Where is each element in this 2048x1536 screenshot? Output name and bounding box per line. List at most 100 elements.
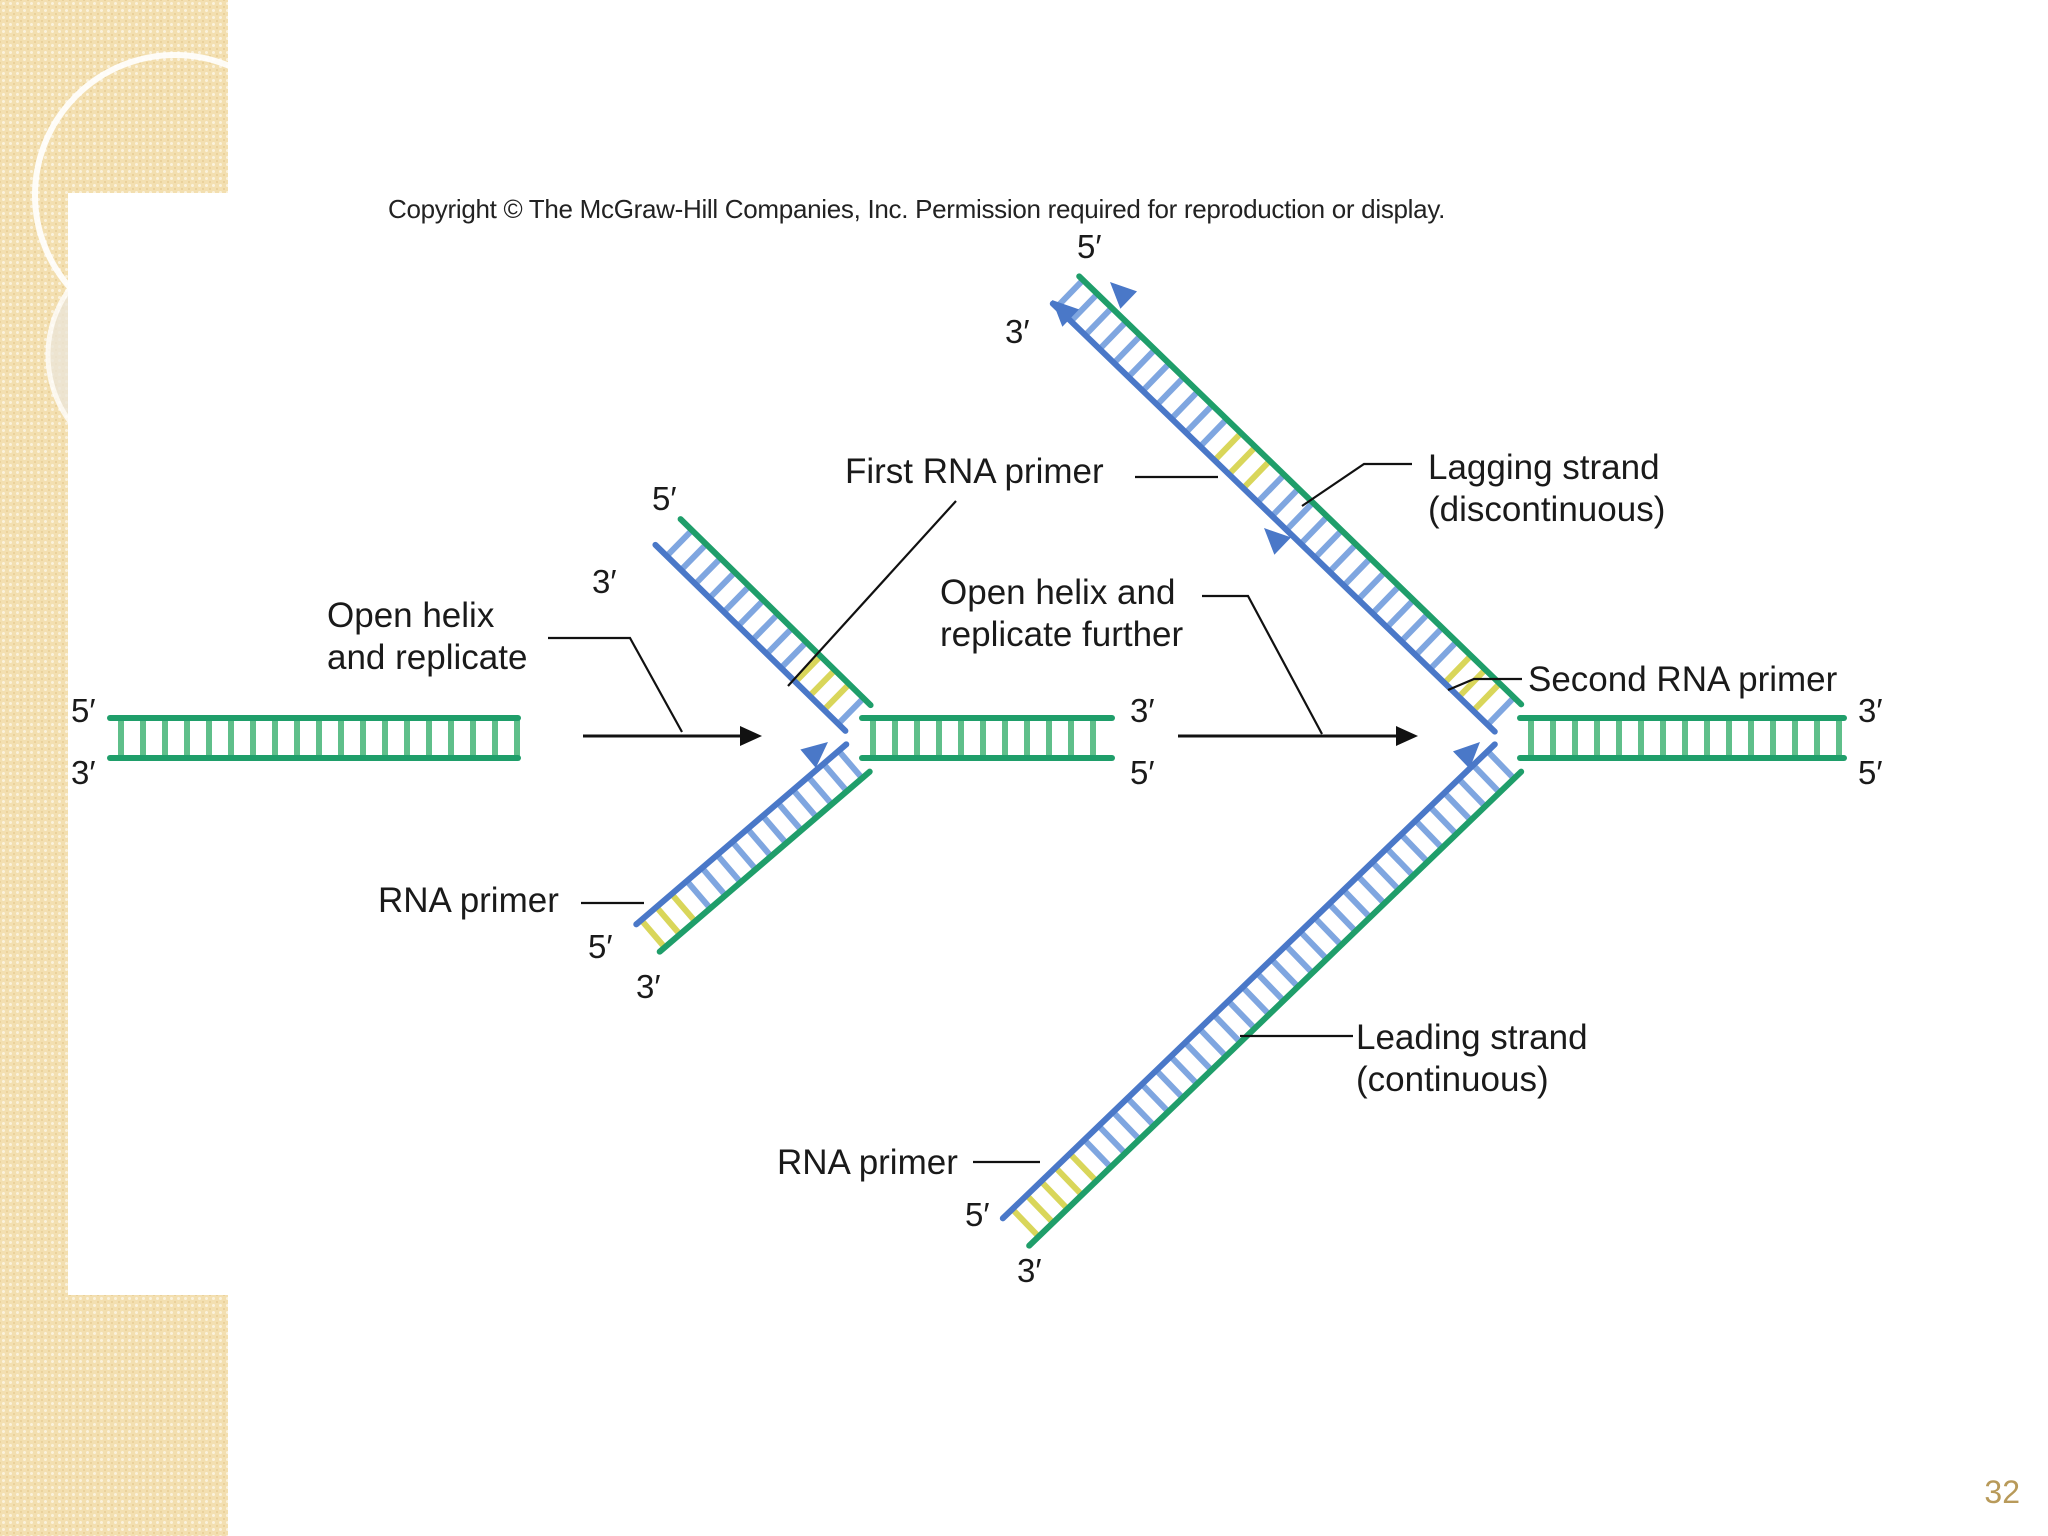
stage2-lower-arm-rung — [730, 839, 759, 872]
stage3-leading-arm-rung — [1327, 901, 1358, 934]
stage2-lower-arm-rung — [699, 866, 728, 898]
stage2-right-3-label: 3′ — [1130, 692, 1155, 729]
stage3-leading-arm-rung — [1370, 860, 1401, 892]
stage2-upper-arm-rung — [664, 528, 695, 559]
stage3-leading-arm-rail-a — [999, 741, 1498, 1222]
stage3-lagging-arm-rung — [1140, 361, 1172, 393]
stage1-left-3-label: 3′ — [71, 754, 96, 791]
stage2-upper-arm-rung — [836, 696, 866, 726]
stage3-leading-arm-rung — [1082, 1137, 1113, 1170]
dna-strands-layer — [107, 273, 1847, 1249]
stage3-upper-5-label: 5′ — [1077, 228, 1102, 265]
stage3-upper-3-label: 3′ — [1005, 313, 1030, 350]
stage3-lagging-arm-rung — [1427, 639, 1459, 672]
stage3-leading-arm-rung — [1139, 1082, 1171, 1114]
stage3-lagging-arm-rung — [1226, 444, 1258, 477]
stage3-leading-arm-rung — [1399, 832, 1430, 864]
stage3-rna-primer-label: RNA primer — [777, 1143, 958, 1182]
stage3-lagging-arm-rung — [1370, 584, 1402, 616]
stage3-lagging-arm-rung — [1284, 500, 1316, 533]
stage3-leading-arm-rung — [1154, 1068, 1185, 1100]
stage2-lower-3-label: 3′ — [636, 968, 661, 1005]
stage3-lagging-arm-rung — [1456, 667, 1488, 699]
stage2-upper-arm-rung — [721, 584, 752, 615]
stage2-lower-arm-rung — [639, 918, 667, 950]
stage2-lower-arm-rung — [745, 826, 774, 859]
stage3-leading-arm-rail-b — [1026, 768, 1525, 1249]
stage3-leading-arm-rung — [1456, 776, 1488, 809]
arrow2-label-line1: Open helix and — [940, 573, 1175, 612]
stage1-left-5-label: 5′ — [71, 692, 96, 729]
arrow1-label-line1: Open helix — [327, 596, 495, 635]
stage2-upper-arm-rung — [736, 598, 766, 629]
stage2-upper-arm-rung — [764, 626, 795, 657]
stage3-lagging-arm-rung — [1169, 389, 1201, 421]
stage3-lagging-arm-rung — [1384, 597, 1416, 630]
stage3-lagging-arm-rail-b — [1049, 300, 1498, 735]
stage2-lower-arm-rung — [790, 787, 819, 820]
stage2-upper-arm-rung — [678, 542, 709, 573]
stage3-leading-arm-rung — [1341, 887, 1373, 920]
lagging-strand-label-line1: Lagging strand — [1428, 448, 1660, 487]
stage3-leading-arm-rung — [1168, 1054, 1200, 1086]
stage3-lagging-arm-rung — [1442, 653, 1474, 686]
stage3-leading-arm-rung — [1240, 985, 1272, 1017]
stage2-lower-arm-rung — [821, 761, 850, 794]
stage2-upper-arm-rung — [821, 682, 852, 712]
stage3-leading-arm-rung — [1096, 1123, 1128, 1156]
stage3-lagging-arm-rung — [1313, 528, 1344, 560]
stage3-right-5-label: 5′ — [1858, 754, 1883, 791]
stage3-leading-arm-rung — [1024, 1193, 1056, 1225]
stage3-lagging-arm-rung — [1485, 695, 1517, 727]
stage2-upper-arm-rung — [778, 640, 809, 671]
stage3-lagging-arm-rung — [1054, 277, 1086, 310]
stage2-lower-arm-rung — [669, 892, 698, 924]
stage3-leading-arm-rung — [1255, 971, 1286, 1003]
stage2-lower-arm-rung — [806, 774, 835, 807]
stage3-leading-arm-rung — [1355, 874, 1387, 906]
stage3-lagging-arm-rung — [1212, 430, 1244, 463]
stage3-leading-arm-rung — [1442, 790, 1473, 823]
stage3-lagging-arm-rung — [1341, 556, 1373, 588]
stage2-lower-arm-rung — [684, 879, 713, 911]
stage2-lower-arm-rung — [836, 748, 865, 781]
stage3-lower-3-label: 3′ — [1017, 1252, 1042, 1289]
stage3-leading-arrowhead — [1452, 742, 1480, 769]
stage3-upper-fragment-arrowhead — [1264, 528, 1292, 555]
stage3-lagging-arm-rung — [1126, 347, 1157, 379]
stage2-lower-arm-rail-a — [633, 741, 850, 928]
stage2-upper-3-label: 3′ — [592, 563, 617, 600]
stage2-upper-arm-rail-b — [652, 541, 849, 734]
stage2-lower-arm-rung — [775, 800, 804, 833]
stage3-lagging-arm-rail-a — [1076, 273, 1525, 708]
stage3-lagging-arm-rung — [1413, 625, 1445, 658]
stage3-lagging-arm-rung — [1269, 486, 1301, 519]
page-number: 32 — [1984, 1474, 2020, 1510]
stage3-leading-arm-rung — [1485, 749, 1517, 781]
stage3-leading-arm-rung — [1211, 1012, 1243, 1045]
leading-strand-label-line1: Leading strand — [1356, 1018, 1588, 1057]
stage2-lower-arm-rung — [654, 905, 683, 937]
second-rna-primer-label: Second RNA primer — [1528, 660, 1838, 699]
stage2-upper-arm-rung — [807, 668, 838, 698]
stage2-upper-arm-rung — [707, 570, 737, 601]
stage3-lower-5-label: 5′ — [965, 1196, 990, 1233]
stage3-leading-arm-rung — [1125, 1096, 1157, 1128]
stage2-upper-arm-rung — [793, 654, 823, 684]
stage3-leading-arm-rung — [1110, 1109, 1142, 1142]
stage3-leading-arm-rung — [1298, 929, 1329, 962]
stage3-right-3-label: 3′ — [1858, 692, 1883, 729]
arrow2-label-line2: replicate further — [940, 615, 1184, 654]
stage2-upper-arm-rung — [750, 612, 780, 643]
stage3-leading-arm-rung — [1067, 1151, 1099, 1184]
flow-arrow-1 — [583, 726, 762, 746]
stage3-lagging-arm-rung — [1298, 514, 1330, 546]
flow-arrow-2 — [1178, 726, 1418, 746]
leader-lines — [548, 462, 1522, 1164]
stage3-leading-arm-rung — [1384, 846, 1416, 878]
stage3-lagging-arm-rung — [1198, 417, 1229, 449]
slide-content-panel — [68, 193, 1520, 1295]
stage3-upper-new-strand-arrowhead — [1052, 300, 1080, 327]
stage2-lower-new-strand-arrowhead — [800, 742, 828, 768]
